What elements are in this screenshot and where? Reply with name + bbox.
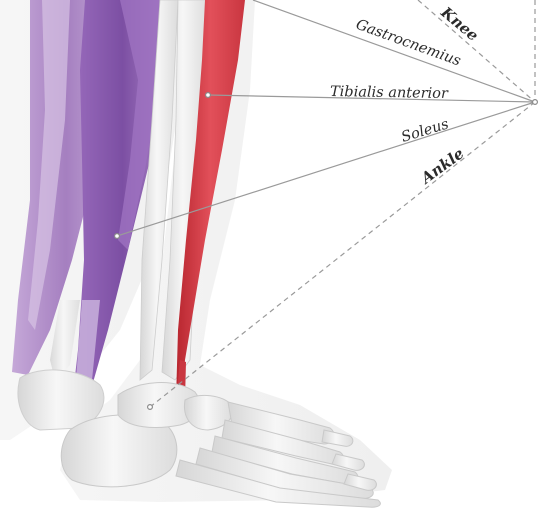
soleus-label: Soleus <box>399 116 450 146</box>
tibialis-anterior-label: Tibialis anterior <box>330 84 449 102</box>
ankle-dot <box>148 405 153 410</box>
soleus-dot <box>115 234 120 239</box>
knee-label: Knee <box>437 3 482 45</box>
tibialis-anterior-dot <box>206 93 211 98</box>
ankle-label: Ankle <box>416 144 467 188</box>
convergence-dot <box>533 100 538 105</box>
